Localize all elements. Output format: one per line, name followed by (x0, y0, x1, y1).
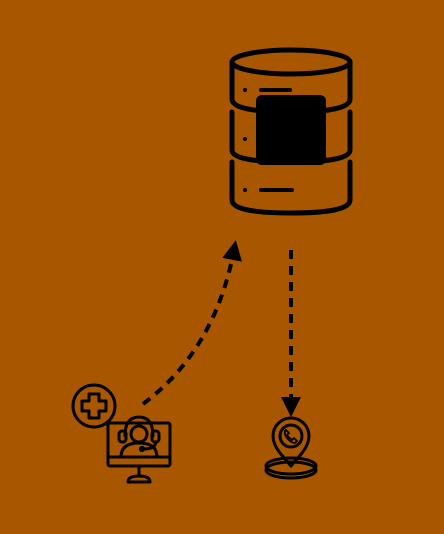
agent-shoulders (119, 441, 159, 459)
database-led-1 (243, 88, 247, 92)
database-led-3 (243, 188, 247, 192)
headset-mic-arm (142, 440, 158, 451)
pin-inner-circle (278, 423, 304, 449)
location-pin-phone-icon (264, 416, 318, 480)
edge-agent-to-database (141, 240, 242, 406)
monitor-stand (126, 474, 152, 484)
pin-base-outer (264, 460, 318, 480)
database-overlay-block (256, 95, 326, 165)
plus-sign (80, 392, 108, 420)
database-led-2 (243, 137, 247, 141)
headset-mic (138, 445, 146, 453)
plus-circle-outline (71, 383, 117, 429)
headset-left-ear (117, 429, 128, 444)
pin-base-top (264, 456, 318, 476)
database-tier-3 (229, 159, 353, 216)
plus-circle-icon (71, 383, 117, 429)
headset-band (123, 415, 155, 438)
pin-body (271, 416, 311, 468)
support-agent-monitor-icon (106, 415, 172, 484)
phone-glyph (283, 429, 298, 444)
